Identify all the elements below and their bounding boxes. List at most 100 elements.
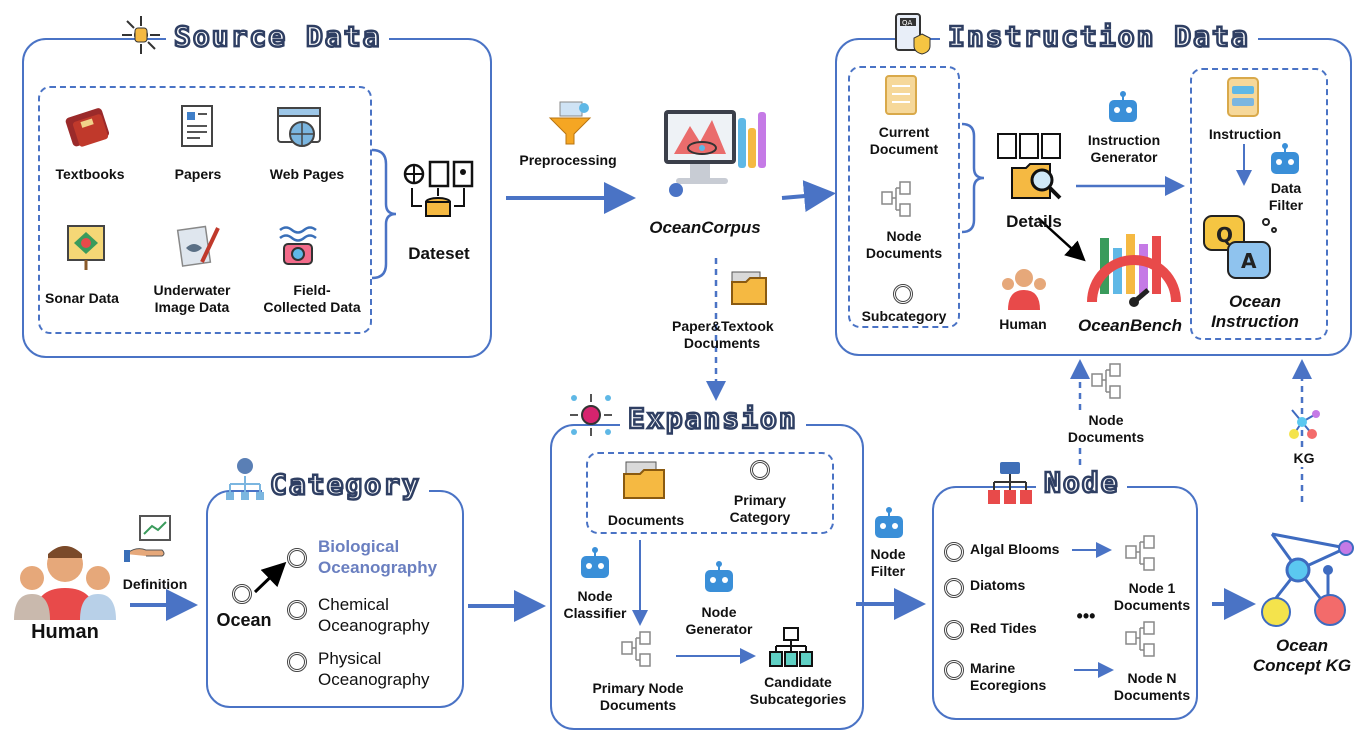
node-n-docs-icon	[1125, 621, 1155, 657]
candidate-subcategories-label: Candidate Subcategories	[749, 674, 847, 707]
node-n-docs-label: Node N Documents	[1113, 670, 1191, 703]
definition-label: Definition	[122, 576, 188, 592]
marine-ecoregions-circle-icon	[944, 660, 964, 680]
node-item-marine-ecoregions: Marine Ecoregions	[970, 660, 1047, 693]
underwater-image-icon	[176, 225, 220, 267]
node-ellipsis: •••	[1076, 606, 1096, 626]
subcategory-label: Subcategory	[861, 308, 947, 324]
category-phys-label: Physical Oceanography	[318, 649, 430, 689]
ocean-bench-gauge-icon	[1087, 234, 1181, 307]
node-classifier-label: Node Classifier	[563, 588, 627, 621]
human-group-small-icon	[1002, 269, 1046, 310]
node-generator-label: Node Generator	[685, 604, 753, 637]
details-label: Details	[1006, 212, 1062, 231]
node-filter-label: Node Filter	[870, 546, 906, 579]
web-pages-icon	[277, 107, 321, 147]
candidate-subcategories-icon	[769, 627, 813, 667]
primary-node-docs-icon	[621, 631, 651, 667]
red-tides-circle-icon	[944, 620, 964, 640]
source-data-title: Source Data	[166, 19, 390, 54]
diatoms-circle-icon	[944, 578, 964, 598]
documents-folder-icon	[623, 461, 665, 499]
node-documents-icon	[881, 181, 911, 217]
category-root-label: Ocean	[216, 610, 272, 630]
details-folder-icon	[997, 133, 1062, 200]
source-item-papers: Papers	[174, 166, 222, 182]
preprocessing-label: Preprocessing	[519, 152, 617, 168]
node-item-red-tides: Red Tides	[970, 620, 1037, 636]
current-document-icon	[885, 75, 917, 115]
dataset-icon	[403, 160, 474, 217]
source-item-web-pages: Web Pages	[269, 166, 345, 182]
node-tree-icon	[988, 462, 1032, 504]
human-small-label: Human	[999, 316, 1047, 332]
qa-certificate-icon: QA	[895, 13, 931, 55]
field-collected-icon	[279, 226, 317, 265]
dataset-label: Dateset	[408, 244, 470, 263]
svg-text:A: A	[1241, 249, 1257, 273]
human-label: Human	[31, 621, 99, 643]
qa-chat-icon: QA	[1203, 215, 1277, 279]
source-item-sonar: Sonar Data	[45, 290, 119, 306]
instruction-output-box	[1190, 68, 1328, 340]
node-docs-up-label: Node Documents	[1058, 412, 1154, 446]
node-generator-robot-icon	[705, 561, 733, 592]
kg-label: KG	[1284, 450, 1324, 467]
preprocessing-funnel-icon	[548, 101, 592, 145]
ocean-corpus-computer-icon	[664, 110, 766, 197]
arrow-corpus-to-instruction	[781, 180, 836, 213]
ocean-instruction-label: Ocean Instruction	[1211, 292, 1299, 331]
source-item-underwater: Underwater Image Data	[153, 282, 231, 315]
papers-icon	[181, 105, 213, 147]
instruction-label: Instruction	[1208, 126, 1282, 142]
expansion-burst-icon	[570, 394, 612, 436]
algal-blooms-circle-icon	[944, 542, 964, 562]
ocean-circle-icon	[232, 584, 252, 604]
svg-text:QA: QA	[902, 19, 913, 27]
node-filter-robot-icon	[875, 507, 903, 538]
data-filter-robot-icon	[1271, 143, 1299, 174]
source-brace	[371, 148, 397, 280]
expansion-input-box	[586, 452, 834, 534]
node-1-docs-icon	[1125, 535, 1155, 571]
sonar-icon	[67, 225, 105, 270]
textbooks-icon	[65, 108, 110, 147]
primary-category-circle-icon	[750, 460, 770, 480]
instruction-generator-label: Instruction Generator	[1087, 132, 1161, 165]
instruction-brace	[961, 122, 985, 234]
node-classifier-robot-icon	[581, 547, 609, 578]
database-network-icon	[122, 16, 160, 54]
expansion-documents-label: Documents	[607, 512, 685, 528]
ocean-concept-kg-label: Ocean Concept KG	[1252, 636, 1352, 675]
instruction-data-title: Instruction Data	[940, 19, 1258, 54]
node-title: Node	[1036, 465, 1128, 500]
node-1-docs-label: Node 1 Documents	[1113, 580, 1191, 613]
current-document-label: Current Document	[869, 124, 939, 157]
category-chem-label: Chemical Oceanography	[318, 595, 430, 635]
chem-circle-icon	[287, 600, 307, 620]
subcategory-circle-icon	[893, 284, 913, 304]
instruction-generator-robot-icon	[1109, 91, 1137, 122]
category-bio-label: Biological Oceanography	[318, 537, 438, 577]
expansion-title: Expansion	[620, 401, 806, 436]
primary-node-docs-label: Primary Node Documents	[592, 680, 684, 713]
ocean-bench-label: OceanBench	[1078, 316, 1182, 335]
source-item-textbooks: Textbooks	[55, 166, 125, 182]
arrow-ocean-to-bio	[253, 561, 287, 594]
kg-small-icon	[1289, 409, 1320, 439]
instruction-input-box	[848, 66, 960, 328]
source-items-box	[38, 86, 372, 334]
primary-category-label: Primary Category	[729, 492, 791, 525]
instruction-doc-icon	[1227, 77, 1259, 117]
human-group-icon	[14, 546, 116, 620]
ocean-corpus-label: OceanCorpus	[649, 218, 761, 237]
arrow-details-to-bench	[1037, 217, 1086, 262]
category-title: Category	[262, 467, 429, 502]
definition-presentation-icon	[124, 515, 171, 562]
source-item-field: Field-Collected Data	[263, 282, 361, 315]
paper-textbook-docs-label: Paper&Textook Documents	[672, 318, 774, 351]
phys-circle-icon	[287, 652, 307, 672]
node-item-diatoms: Diatoms	[970, 577, 1026, 593]
node-docs-up-icon	[1091, 363, 1121, 399]
